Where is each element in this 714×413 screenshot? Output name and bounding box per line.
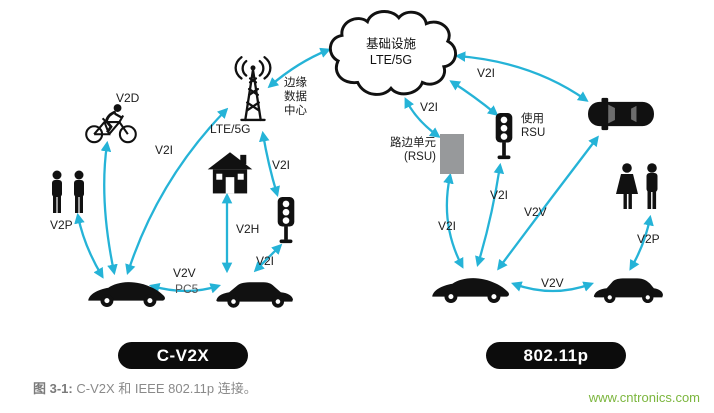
cloud-label: 基础设施 LTE/5G bbox=[365, 37, 416, 67]
label-v2v-left: V2V bbox=[173, 266, 196, 280]
car-sports-left-icon bbox=[84, 272, 170, 312]
cloud-infrastructure-icon bbox=[322, 6, 460, 104]
label-v2i-tower-light: V2I bbox=[272, 158, 291, 172]
label-v2v-right: V2V bbox=[541, 276, 564, 290]
arrow-light-car-right bbox=[475, 162, 505, 268]
label-v2p-left: V2P bbox=[50, 218, 73, 232]
car-sedan-left-icon bbox=[212, 274, 298, 312]
watermark-link[interactable]: www.cntronics.com bbox=[588, 390, 700, 405]
label-v2i-car-light: V2I bbox=[256, 254, 275, 268]
cell-tower-icon bbox=[226, 56, 280, 126]
label-pc5: PC5 bbox=[175, 282, 199, 296]
cyclist-icon bbox=[82, 100, 140, 146]
label-rsu: 路边单元 (RSU) bbox=[390, 137, 436, 163]
label-edge-data-center: 边缘 数据 中心 bbox=[284, 77, 307, 117]
traffic-light-right-icon bbox=[492, 110, 516, 164]
label-v2i-cloud-light: V2I bbox=[477, 66, 496, 80]
house-icon bbox=[206, 148, 254, 196]
figure-caption: 图 3-1: C-V2X 和 IEEE 802.11p 连接。 bbox=[33, 378, 257, 397]
pedestrians-left-icon bbox=[48, 170, 90, 216]
car-small-right-icon bbox=[590, 272, 666, 306]
label-v2p-right: V2P bbox=[637, 232, 660, 246]
label-v2i-light-car: V2I bbox=[490, 188, 509, 202]
label-v2i-rsu-car: V2I bbox=[438, 219, 457, 233]
badge-802-11p: 802.11p bbox=[486, 342, 626, 369]
traffic-light-left-icon bbox=[274, 194, 298, 248]
arrow-car-cyclist bbox=[100, 140, 118, 276]
arrow-car-pedestrians bbox=[74, 212, 104, 279]
car-sports-right-icon bbox=[428, 268, 514, 308]
label-v2i-cloud-rsu: V2I bbox=[420, 100, 439, 114]
label-v2d: V2D bbox=[116, 91, 140, 105]
label-v2h: V2H bbox=[236, 222, 260, 236]
figure-caption-prefix: 图 3-1: bbox=[33, 381, 73, 396]
label-v2v-diag: V2V bbox=[524, 205, 547, 219]
label-v2i-car-tower: V2I bbox=[155, 143, 174, 157]
pedestrians-right-icon bbox=[616, 162, 666, 214]
label-use-rsu: 使用 RSU bbox=[521, 113, 546, 139]
label-tower-lte5g: LTE/5G bbox=[210, 122, 251, 136]
figure-caption-text: C-V2X 和 IEEE 802.11p 连接。 bbox=[76, 381, 257, 396]
car-topview-icon bbox=[584, 92, 658, 136]
badge-c-v2x: C-V2X bbox=[118, 342, 248, 369]
rsu-unit-icon bbox=[440, 134, 464, 174]
